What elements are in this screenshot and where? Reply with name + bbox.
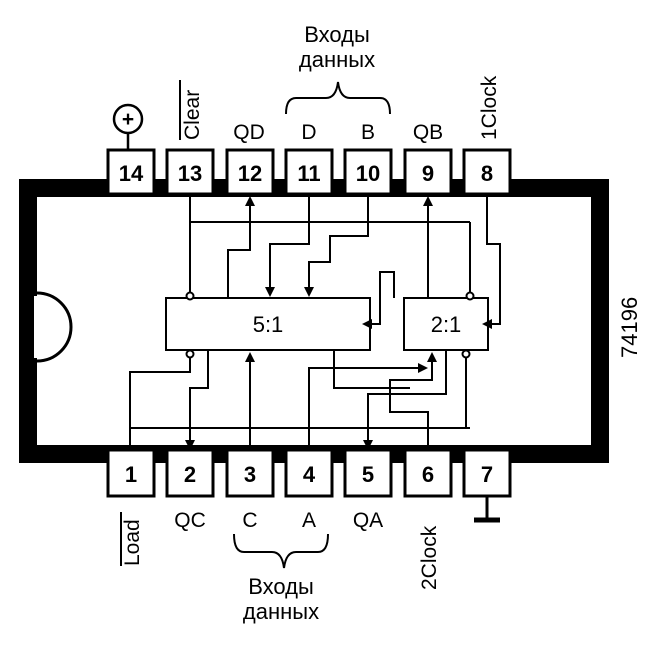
pin-3-label: C bbox=[242, 509, 257, 532]
pin-11: 11 bbox=[284, 148, 334, 196]
pin-11-label: D bbox=[301, 121, 316, 144]
svg-text:2:1: 2:1 bbox=[431, 312, 462, 337]
svg-text:6: 6 bbox=[422, 462, 434, 487]
pin-5-label: QA bbox=[353, 509, 383, 532]
pin-8-label: 1Clock bbox=[478, 75, 501, 140]
top-brace-caption-2: данных bbox=[299, 47, 375, 72]
svg-text:1: 1 bbox=[125, 462, 137, 487]
pin-6-label: 2Clock bbox=[418, 525, 441, 590]
svg-text:4: 4 bbox=[303, 462, 316, 487]
svg-text:11: 11 bbox=[297, 161, 320, 186]
bottom-brace-caption-1: Входы bbox=[248, 574, 314, 599]
divide-by-2-block: 2:1 bbox=[403, 297, 489, 351]
pin-2: 2 bbox=[165, 448, 215, 498]
svg-text:7: 7 bbox=[481, 462, 493, 487]
pin-9: 9 bbox=[403, 148, 453, 196]
svg-text:8: 8 bbox=[481, 161, 493, 186]
chip-notch bbox=[36, 291, 73, 363]
pin-4-label: A bbox=[302, 509, 316, 532]
svg-text:10: 10 bbox=[356, 161, 380, 186]
top-brace bbox=[285, 81, 391, 115]
pin-10-label: B bbox=[361, 121, 375, 144]
bottom-brace bbox=[233, 533, 329, 569]
svg-text:13: 13 bbox=[178, 161, 202, 186]
pin-6: 6 bbox=[403, 448, 453, 498]
pin-12: 12 bbox=[225, 148, 275, 196]
pin-3: 3 bbox=[225, 448, 275, 498]
divide-by-5-block: 5:1 bbox=[165, 297, 371, 351]
ground-icon bbox=[474, 496, 500, 523]
svg-text:2: 2 bbox=[184, 462, 196, 487]
pin-7: 7 bbox=[462, 448, 512, 498]
pin-9-label: QB bbox=[413, 121, 443, 144]
pin-1-label: Load bbox=[121, 519, 144, 566]
power-icon: + bbox=[112, 103, 144, 150]
svg-text:9: 9 bbox=[422, 161, 434, 186]
svg-text:5: 5 bbox=[362, 462, 374, 487]
pin-13: 13 bbox=[165, 148, 215, 196]
pin-14: 14 bbox=[106, 148, 156, 196]
svg-text:3: 3 bbox=[244, 462, 256, 487]
svg-text:12: 12 bbox=[238, 161, 262, 186]
pin-10: 10 bbox=[343, 148, 393, 196]
part-number: 74196 bbox=[617, 297, 642, 358]
pin-2-label: QC bbox=[174, 509, 206, 532]
pin-1: 1 bbox=[106, 448, 156, 498]
bottom-brace-caption-2: данных bbox=[243, 599, 319, 624]
pin-12-label: QD bbox=[233, 121, 265, 144]
pin-8: 8 bbox=[462, 148, 512, 196]
internal-wiring bbox=[129, 194, 501, 450]
pin-5: 5 bbox=[343, 448, 393, 498]
top-brace-caption-1: Входы bbox=[304, 22, 370, 47]
pin-4: 4 bbox=[284, 448, 334, 498]
svg-text:14: 14 bbox=[119, 161, 144, 186]
svg-text:5:1: 5:1 bbox=[253, 312, 284, 337]
pin-13-label: Clear bbox=[181, 90, 204, 140]
svg-text:+: + bbox=[122, 108, 134, 131]
